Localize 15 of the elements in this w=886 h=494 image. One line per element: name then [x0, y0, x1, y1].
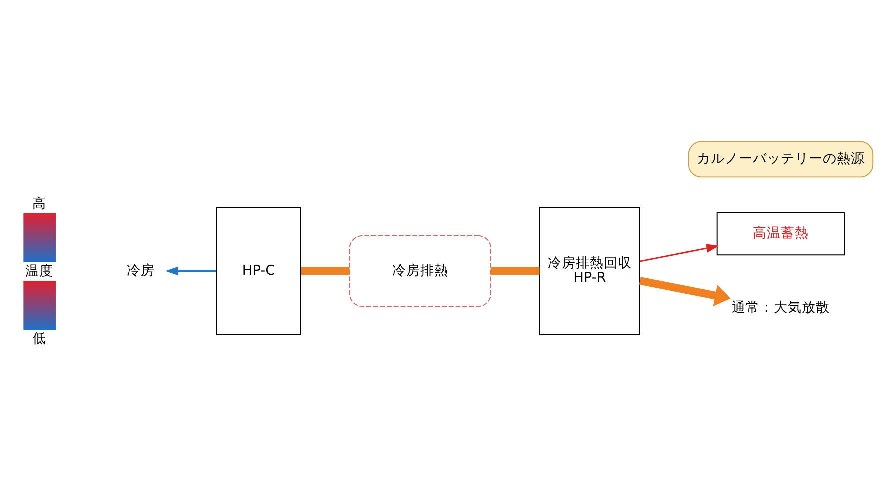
node-box: 冷房排熱 — [349, 235, 492, 307]
node-box: 冷房排熱回収 HP-R — [540, 207, 640, 336]
node-box: カルノーバッテリーの熱源 — [688, 141, 874, 178]
node-box: 高温蓄熱 — [716, 212, 846, 256]
label: 低 — [32, 330, 46, 347]
arrow — [166, 266, 216, 276]
node-box: HP-C — [216, 207, 302, 336]
arrow — [639, 277, 731, 307]
arrow — [640, 244, 720, 262]
node-text: 冷房 — [127, 262, 156, 279]
connector — [301, 267, 350, 276]
label: 温度 — [26, 263, 54, 280]
label: 高 — [32, 196, 46, 212]
connector — [491, 267, 540, 276]
node-text: 通常：大気放散 — [732, 300, 830, 316]
